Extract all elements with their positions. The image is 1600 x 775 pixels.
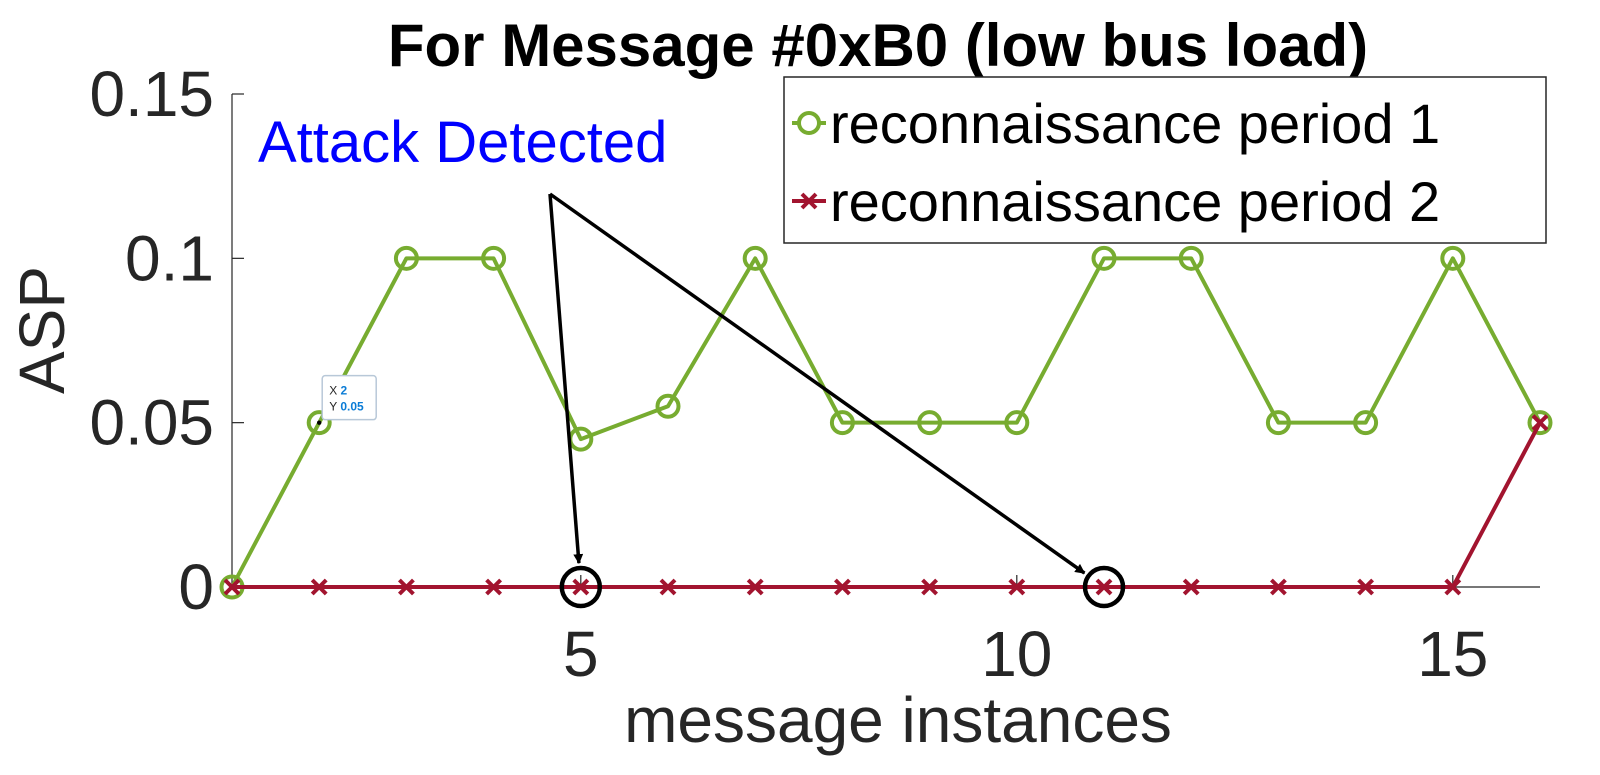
y-tick-label: 0.15 xyxy=(89,58,214,130)
data-point-x[interactable] xyxy=(1269,578,1287,596)
data-point-x[interactable] xyxy=(1357,578,1375,596)
data-point-x[interactable] xyxy=(833,578,851,596)
data-point-circle[interactable] xyxy=(481,245,507,271)
y-tick-label: 0.05 xyxy=(89,387,214,459)
data-point-circle[interactable] xyxy=(917,410,943,436)
data-point-circle[interactable] xyxy=(1091,245,1117,271)
data-point-x[interactable] xyxy=(746,578,764,596)
highlight-circle xyxy=(1082,565,1126,609)
data-point-x[interactable] xyxy=(659,578,677,596)
series-line xyxy=(232,421,1542,589)
chart-title: For Message #0xB0 (low bus load) xyxy=(388,12,1368,79)
datatip-box xyxy=(321,374,377,421)
legend[interactable]: reconnaissance period 1 reconnaissance pe… xyxy=(783,76,1547,244)
data-point-x[interactable] xyxy=(310,578,328,596)
datatip-x: X 2 xyxy=(329,384,347,398)
y-tick-label: 0.1 xyxy=(125,222,214,294)
data-point-circle[interactable] xyxy=(306,410,332,436)
data-tip[interactable]: X 2 Y 0.05 xyxy=(317,374,377,425)
legend-marker xyxy=(797,111,821,135)
legend-box xyxy=(783,76,1547,244)
data-point-x[interactable] xyxy=(223,578,241,596)
data-point-circle[interactable] xyxy=(1440,245,1466,271)
legend-item-2[interactable]: reconnaissance period 2 xyxy=(792,170,1440,233)
annotation-arrow xyxy=(548,193,584,565)
data-point-x[interactable] xyxy=(397,578,415,596)
annotation-arrow xyxy=(548,192,1086,575)
data-point-circle[interactable] xyxy=(829,410,855,436)
data-point-x[interactable] xyxy=(1008,578,1026,596)
data-point-circle[interactable] xyxy=(393,245,419,271)
x-tick-label: 15 xyxy=(1417,618,1488,690)
series-2 xyxy=(223,414,1549,596)
annotation-layer: Attack Detected xyxy=(258,110,1126,609)
data-point-circle[interactable] xyxy=(655,393,681,419)
legend-marker xyxy=(800,192,818,210)
series-1 xyxy=(219,245,1553,600)
data-point-x[interactable] xyxy=(1182,578,1200,596)
datatip-point xyxy=(317,420,322,425)
data-point-circle[interactable] xyxy=(742,245,768,271)
annotation-text: Attack Detected xyxy=(258,110,667,175)
series-line xyxy=(230,256,1542,588)
data-point-circle[interactable] xyxy=(1178,245,1204,271)
data-point-x[interactable] xyxy=(1531,414,1549,432)
data-point-circle[interactable] xyxy=(1527,410,1553,436)
data-point-x[interactable] xyxy=(572,578,590,596)
legend-item-1[interactable]: reconnaissance period 1 xyxy=(792,92,1440,155)
data-point-circle[interactable] xyxy=(1353,410,1379,436)
data-point-circle[interactable] xyxy=(1004,410,1030,436)
axes: 0 0.05 0.1 0.15 5 10 15 xyxy=(89,58,1540,690)
data-point-x[interactable] xyxy=(1444,578,1462,596)
series-layer xyxy=(219,245,1553,600)
data-point-x[interactable] xyxy=(921,578,939,596)
y-tick-label: 0 xyxy=(178,551,214,623)
data-point-circle[interactable] xyxy=(1265,410,1291,436)
x-axis-label: message instances xyxy=(624,684,1172,756)
datatip-y: Y 0.05 xyxy=(329,400,364,414)
data-point-x[interactable] xyxy=(1095,578,1113,596)
x-tick-label: 5 xyxy=(563,618,599,690)
x-tick-label: 10 xyxy=(981,618,1052,690)
legend-label: reconnaissance period 1 xyxy=(830,92,1440,155)
data-point-x[interactable] xyxy=(485,578,503,596)
highlight-circle xyxy=(559,565,603,609)
y-axis-label: ASP xyxy=(6,266,78,394)
legend-label: reconnaissance period 2 xyxy=(830,170,1440,233)
